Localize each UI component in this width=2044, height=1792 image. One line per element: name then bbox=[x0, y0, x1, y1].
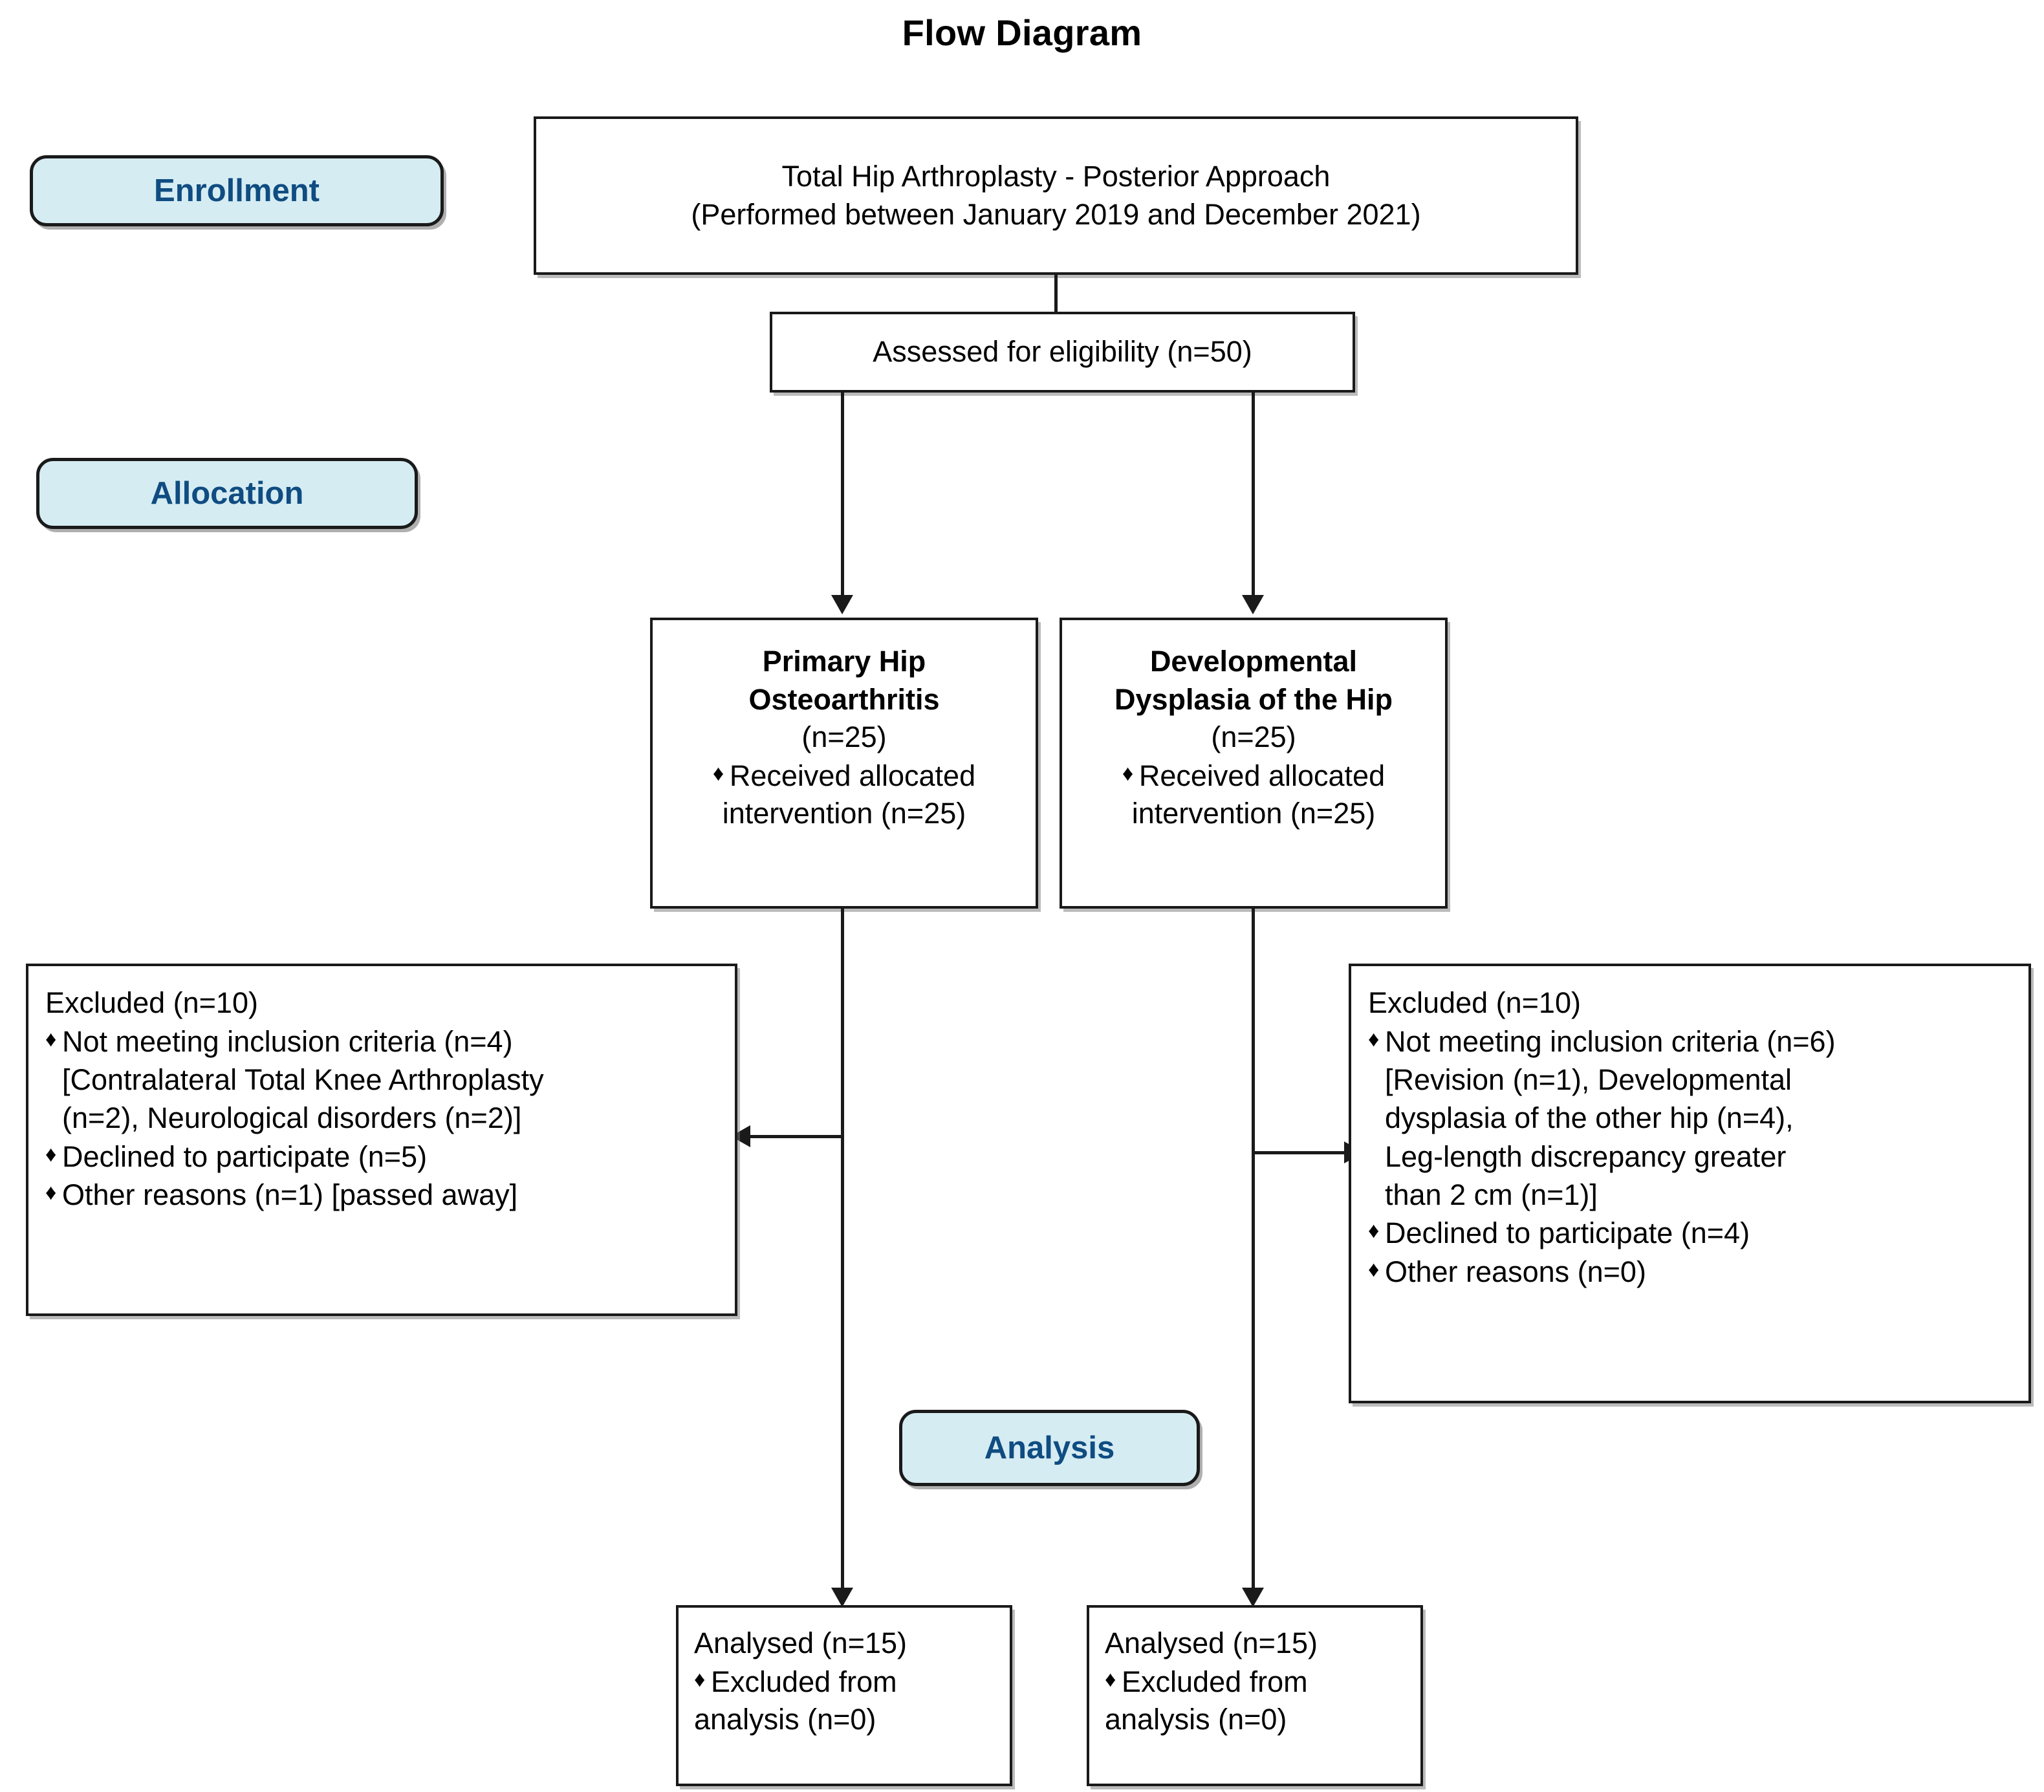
bullet-icon: ♦ bbox=[1368, 1257, 1380, 1282]
bullet-icon: ♦ bbox=[1122, 761, 1134, 786]
excluded-left-bullet-1-line-2: [Contralateral Total Knee Arthroplasty bbox=[62, 1063, 544, 1096]
bullet-icon: ♦ bbox=[45, 1141, 57, 1167]
stage-badge-allocation: Allocation bbox=[36, 458, 418, 529]
bullet-icon: ♦ bbox=[1368, 1218, 1380, 1244]
page-title: Flow Diagram bbox=[902, 12, 1142, 53]
bullet-icon: ♦ bbox=[694, 1667, 706, 1692]
bullet-icon: ♦ bbox=[1105, 1667, 1116, 1692]
excluded-left-header: Excluded (n=10) bbox=[45, 986, 258, 1019]
enrollment-box-line-2: (Performed between January 2019 and Dece… bbox=[691, 197, 1421, 231]
connector-to-excluded-right bbox=[1252, 1151, 1345, 1154]
excluded-right-bullet-1-line-5: than 2 cm (n=1)] bbox=[1385, 1178, 1598, 1212]
excluded-box-left: Excluded (n=10) ♦ Not meeting inclusion … bbox=[26, 964, 737, 1316]
arrow-eligibility-to-allocation-left bbox=[831, 595, 853, 614]
excluded-right-bullet-1-line-2: [Revision (n=1), Developmental bbox=[1385, 1063, 1792, 1096]
connector-spine-right bbox=[1252, 909, 1255, 1604]
bullet-icon: ♦ bbox=[1368, 1026, 1380, 1052]
bullet-icon: ♦ bbox=[45, 1180, 57, 1205]
allocation-left-title-line-2: Osteoarthritis bbox=[748, 682, 940, 716]
analysed-left-bullet-1-line-1: Excluded from bbox=[711, 1665, 897, 1698]
connector-to-excluded-left bbox=[750, 1135, 844, 1138]
analysed-right-bullet-1-line-2: analysis (n=0) bbox=[1105, 1702, 1287, 1736]
bullet-icon: ♦ bbox=[45, 1026, 57, 1052]
stage-badge-enrollment: Enrollment bbox=[30, 155, 444, 226]
analysed-right-bullet-1-line-1: Excluded from bbox=[1122, 1665, 1308, 1698]
allocation-left-bullet-1-line-2: intervention (n=25) bbox=[722, 796, 966, 830]
connector-eligibility-to-allocation-left bbox=[841, 391, 844, 598]
excluded-left-bullet-1-line-1: Not meeting inclusion criteria (n=4) bbox=[62, 1024, 513, 1058]
eligibility-box-line-1: Assessed for eligibility (n=50) bbox=[873, 335, 1252, 369]
allocation-right-count: (n=25) bbox=[1211, 720, 1296, 753]
allocation-right-bullet-1-line-1: Received allocated bbox=[1138, 759, 1386, 792]
allocation-left-bullet-1-line-1: Received allocated bbox=[729, 759, 976, 792]
arrow-eligibility-to-allocation-right bbox=[1242, 595, 1264, 614]
connector-eligibility-to-allocation-right bbox=[1252, 391, 1255, 598]
excluded-right-bullet-2: Declined to participate (n=4) bbox=[1385, 1216, 1750, 1250]
allocation-box-left: Primary Hip Osteoarthritis (n=25) ♦ Rece… bbox=[650, 618, 1038, 909]
enrollment-box-line-1: Total Hip Arthroplasty - Posterior Appro… bbox=[781, 160, 1331, 193]
bullet-icon: ♦ bbox=[712, 761, 724, 786]
stage-badge-analysis-label: Analysis bbox=[984, 1430, 1115, 1465]
excluded-right-bullet-3: Other reasons (n=0) bbox=[1385, 1255, 1646, 1288]
eligibility-box: Assessed for eligibility (n=50) bbox=[770, 312, 1355, 393]
analysed-left-bullet-1-line-2: analysis (n=0) bbox=[694, 1702, 876, 1736]
arrow-to-analysed-left bbox=[831, 1588, 853, 1607]
connector-enrollment-to-eligibility bbox=[1054, 275, 1058, 314]
analysed-right-header: Analysed (n=15) bbox=[1105, 1626, 1318, 1659]
excluded-left-bullet-1-line-3: (n=2), Neurological disorders (n=2)] bbox=[62, 1101, 522, 1135]
allocation-left-count: (n=25) bbox=[801, 720, 887, 753]
excluded-right-bullet-1-line-1: Not meeting inclusion criteria (n=6) bbox=[1385, 1024, 1836, 1058]
analysed-left-header: Analysed (n=15) bbox=[694, 1626, 907, 1659]
allocation-right-title-line-2: Dysplasia of the Hip bbox=[1114, 682, 1393, 716]
arrow-to-analysed-right bbox=[1242, 1588, 1264, 1607]
excluded-right-bullet-1-line-4: Leg-length discrepancy greater bbox=[1385, 1139, 1787, 1173]
allocation-box-right: Developmental Dysplasia of the Hip (n=25… bbox=[1060, 618, 1448, 909]
stage-badge-enrollment-label: Enrollment bbox=[154, 173, 320, 208]
analysed-box-right: Analysed (n=15) ♦ Excluded from analysis… bbox=[1087, 1605, 1423, 1786]
excluded-left-bullet-2: Declined to participate (n=5) bbox=[62, 1139, 428, 1173]
excluded-left-bullet-3: Other reasons (n=1) [passed away] bbox=[62, 1178, 518, 1212]
allocation-left-title-line-1: Primary Hip bbox=[762, 645, 926, 678]
stage-badge-analysis: Analysis bbox=[899, 1410, 1200, 1486]
allocation-right-title-line-1: Developmental bbox=[1149, 645, 1358, 678]
connector-spine-left bbox=[841, 909, 844, 1604]
stage-badge-allocation-label: Allocation bbox=[150, 476, 304, 511]
analysed-box-left: Analysed (n=15) ♦ Excluded from analysis… bbox=[676, 1605, 1012, 1786]
enrollment-box: Total Hip Arthroplasty - Posterior Appro… bbox=[534, 116, 1578, 275]
allocation-right-bullet-1-line-2: intervention (n=25) bbox=[1131, 796, 1376, 830]
excluded-right-bullet-1-line-3: dysplasia of the other hip (n=4), bbox=[1385, 1101, 1794, 1135]
excluded-right-header: Excluded (n=10) bbox=[1368, 986, 1581, 1019]
excluded-box-right: Excluded (n=10) ♦ Not meeting inclusion … bbox=[1349, 964, 2031, 1403]
